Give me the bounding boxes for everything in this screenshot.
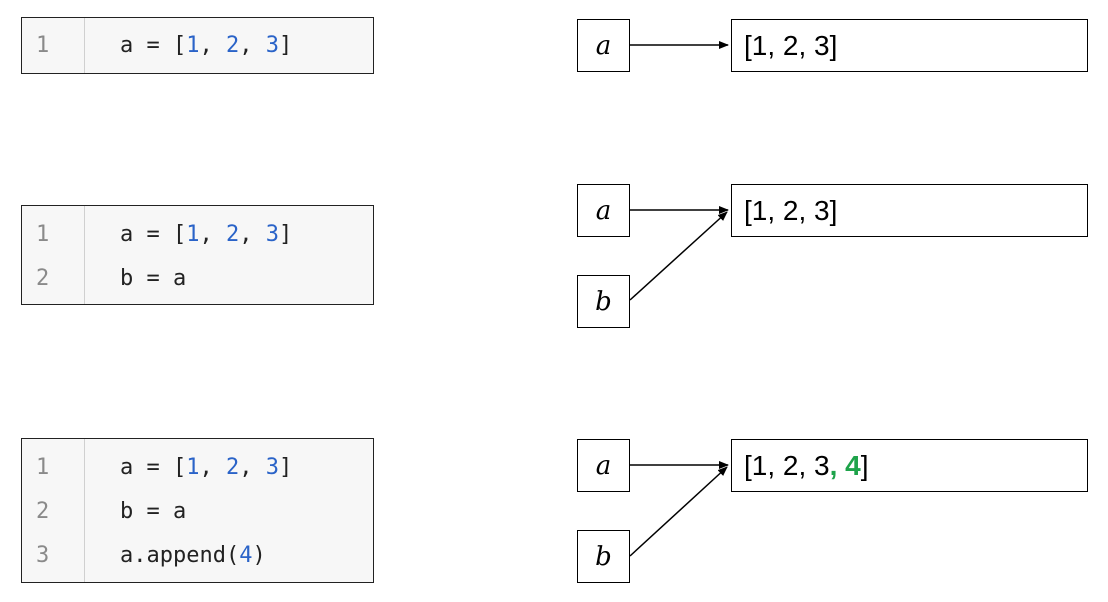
line-number: 1 <box>36 454 50 480</box>
code-block-1: 1 a = [1, 2, 3] <box>21 17 374 74</box>
code-line: 2 b = a <box>22 489 373 533</box>
code-text: a = [1, 2, 3] <box>120 454 293 480</box>
variable-box-b-2: b <box>577 275 630 328</box>
variable-name: a <box>595 195 612 226</box>
list-object-box-3: [1, 2, 3, 4] <box>731 439 1088 492</box>
code-line: 3 a.append(4) <box>22 533 373 577</box>
gutter <box>22 18 85 73</box>
variable-name: a <box>595 450 612 481</box>
variable-box-a-3: a <box>577 439 630 492</box>
code-line: 1 a = [1, 2, 3] <box>22 212 373 256</box>
variable-box-b-3: b <box>577 530 630 583</box>
list-text: [1, 2, 3 <box>744 449 830 481</box>
variable-name: b <box>595 286 612 317</box>
variable-name: b <box>595 541 612 572</box>
code-block-3: 1 a = [1, 2, 3] 2 b = a 3 a.append(4) <box>21 438 374 583</box>
line-number: 1 <box>36 221 50 247</box>
code-text: a = [1, 2, 3] <box>120 221 293 247</box>
list-close: ] <box>860 449 869 481</box>
list-text: [1, 2, 3 <box>744 29 830 61</box>
code-line: 1 a = [1, 2, 3] <box>22 445 373 489</box>
line-number: 2 <box>36 265 50 291</box>
list-close: ] <box>829 194 838 226</box>
list-close: ] <box>829 29 838 61</box>
code-block-2: 1 a = [1, 2, 3] 2 b = a <box>21 205 374 305</box>
list-object-box-1: [1, 2, 3] <box>731 19 1088 72</box>
list-object-box-2: [1, 2, 3] <box>731 184 1088 237</box>
list-new-item: , 4 <box>829 449 861 481</box>
variable-box-a-1: a <box>577 19 630 72</box>
gutter <box>22 439 85 582</box>
line-number: 3 <box>36 542 50 568</box>
code-text: a.append(4) <box>120 542 266 568</box>
variable-box-a-2: a <box>577 184 630 237</box>
line-number: 1 <box>36 32 50 58</box>
code-text: b = a <box>120 498 187 524</box>
code-line: 2 b = a <box>22 256 373 300</box>
code-text: b = a <box>120 265 187 291</box>
list-text: [1, 2, 3 <box>744 194 830 226</box>
code-line: 1 a = [1, 2, 3] <box>22 18 373 72</box>
line-number: 2 <box>36 498 50 524</box>
gutter <box>22 206 85 304</box>
variable-name: a <box>595 30 612 61</box>
arrow-b-to-list-2 <box>629 211 728 301</box>
arrow-b-to-list-3 <box>629 466 728 557</box>
code-text: a = [1, 2, 3] <box>120 32 293 58</box>
